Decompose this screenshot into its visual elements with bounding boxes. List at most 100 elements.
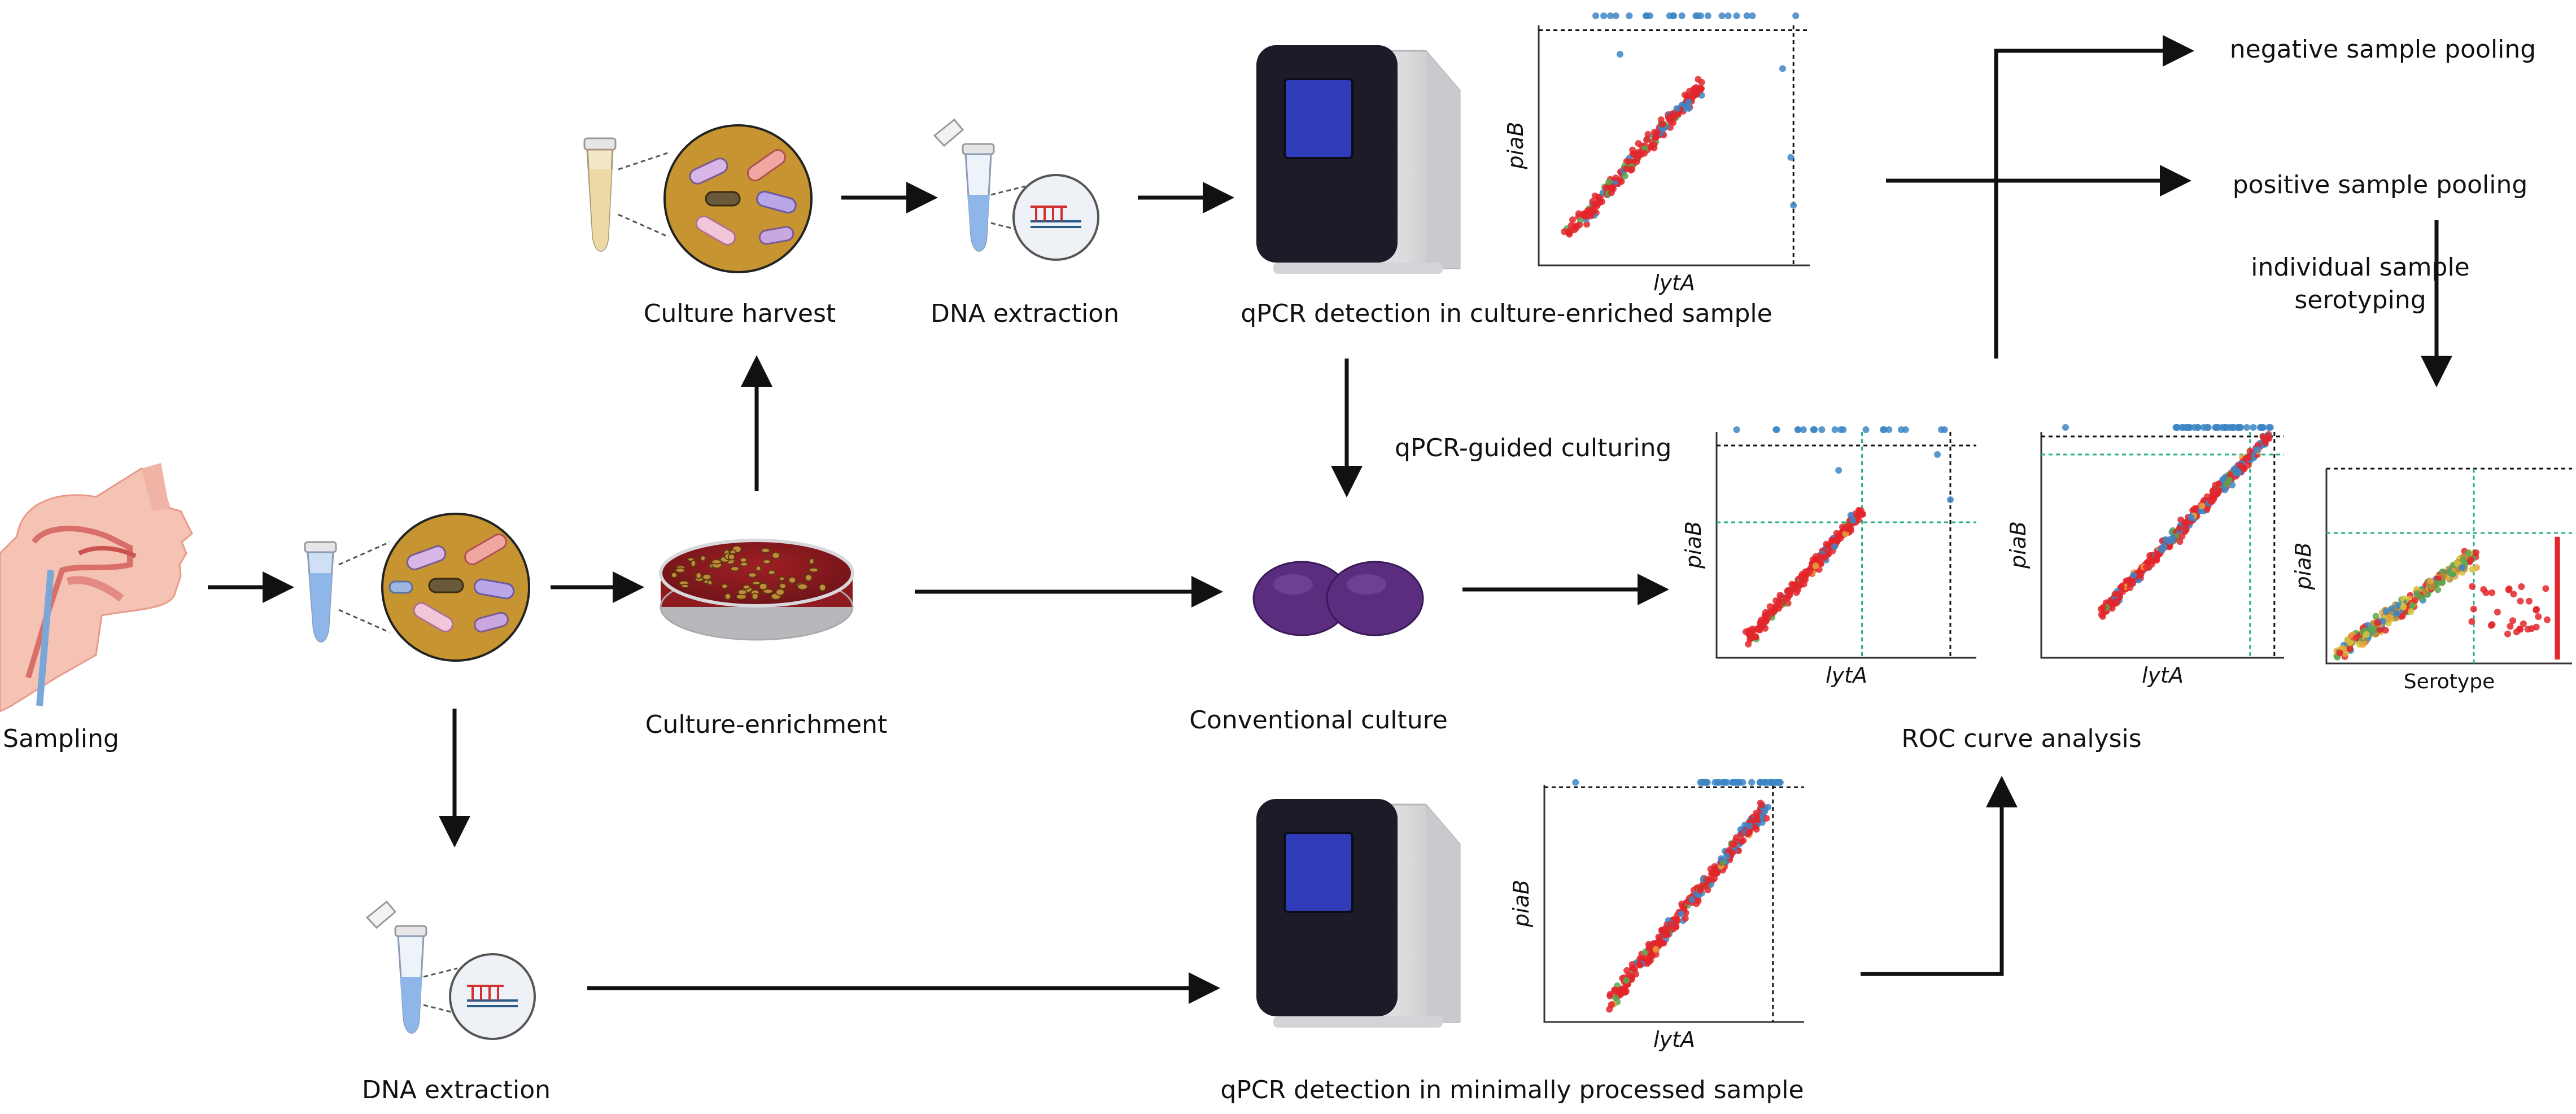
data-point (2346, 639, 2354, 646)
data-point (1834, 533, 1841, 540)
data-point (1593, 202, 1600, 209)
x-axis-label: lytA (1826, 663, 1867, 688)
data-point (2250, 424, 2257, 431)
data-point (1648, 142, 1656, 150)
data-point (1635, 960, 1643, 968)
data-point (2363, 631, 2370, 638)
data-point (1608, 1001, 1615, 1008)
data-point (2200, 424, 2207, 431)
colony-dot (721, 583, 728, 589)
label-dna-extraction-top: DNA extraction (931, 299, 1119, 328)
data-point (1566, 227, 1574, 234)
data-point (1693, 89, 1700, 97)
data-point (1762, 613, 1770, 619)
data-point (1621, 172, 1628, 180)
data-point (1698, 91, 1705, 99)
data-point (2504, 630, 2511, 637)
data-point (1844, 526, 1851, 533)
colony-dot (755, 565, 762, 572)
data-point (1733, 426, 1740, 433)
data-point (1862, 426, 1870, 433)
bacteria-zoom-harvest (663, 124, 813, 273)
data-point (2178, 532, 2186, 540)
data-point (1641, 150, 1648, 157)
data-point (2446, 569, 2453, 576)
label-dna-extraction-bottom: DNA extraction (362, 1076, 551, 1104)
data-point (1682, 915, 1689, 922)
x-axis-label: lytA (1653, 270, 1695, 295)
arrow-to-negative-pooling (1994, 35, 2194, 359)
data-point (1695, 76, 1702, 83)
data-point (1591, 193, 1599, 199)
data-point (2207, 497, 2215, 505)
data-point (2467, 556, 2474, 563)
data-point (2518, 583, 2525, 590)
data-point (2427, 578, 2435, 585)
data-point (2480, 586, 2487, 593)
data-point (2129, 580, 2136, 587)
y-axis-label: piaB (1509, 880, 1534, 928)
data-point (1831, 543, 1838, 551)
data-point (1835, 467, 1843, 474)
data-point (1810, 426, 1817, 433)
data-point (1643, 12, 1651, 19)
data-point (1938, 426, 1945, 433)
y-axis-label: piaB (1681, 521, 1706, 569)
data-point (1772, 597, 1780, 604)
colony-dot (788, 576, 797, 584)
data-point (2488, 589, 2496, 596)
label-qpcr-culture-enriched: qPCR detection in culture-enriched sampl… (1241, 299, 1772, 328)
data-point (2533, 606, 2540, 613)
data-point (2143, 563, 2150, 571)
data-point (2473, 549, 2479, 556)
data-point (2494, 609, 2501, 616)
plot-points (1572, 779, 1784, 1013)
colony-dot (743, 584, 751, 590)
data-point (1685, 98, 1692, 106)
label-positive-sample-pooling: positive sample pooling (2232, 171, 2528, 199)
data-point (1729, 779, 1736, 786)
data-point (1785, 588, 1793, 596)
data-point (2509, 617, 2516, 624)
data-point (2382, 627, 2389, 634)
label-culture-enrichment: Culture-enrichment (645, 710, 888, 739)
data-point (1590, 207, 1596, 214)
colony-dot (687, 557, 695, 562)
label-sampling: Sampling (3, 724, 119, 753)
data-point (2182, 522, 2190, 528)
data-point (2411, 597, 2418, 604)
data-point (2234, 424, 2242, 431)
data-point (1617, 51, 1623, 58)
scatter-plots: piaBlytApiaBlytApiaBlytApiaBlytApiaBSero… (1503, 12, 2572, 1052)
colony-dot (778, 576, 785, 582)
data-point (2458, 564, 2465, 571)
data-point (2409, 602, 2416, 609)
data-point (1800, 580, 1807, 588)
data-point (1652, 946, 1660, 953)
label-qpcr-minimally-processed: qPCR detection in minimally processed sa… (1220, 1076, 1804, 1104)
data-point (1697, 12, 1704, 19)
data-point (2468, 618, 2475, 625)
data-point (1753, 812, 1761, 820)
data-point (2543, 616, 2551, 623)
data-point (1806, 568, 1813, 575)
data-point (1763, 779, 1771, 786)
data-point (1622, 988, 1630, 995)
colony-dot (775, 588, 785, 596)
data-point (1711, 868, 1718, 875)
data-point (1749, 12, 1756, 19)
data-point (1780, 598, 1787, 606)
data-point (1793, 589, 1800, 596)
colony-dot (707, 580, 713, 586)
data-point (1622, 165, 1630, 173)
data-point (2166, 538, 2173, 545)
data-point (1670, 119, 1676, 126)
colony-dot (702, 573, 712, 580)
data-point (1790, 202, 1797, 209)
axis-lines (1538, 25, 1810, 267)
data-point (1840, 426, 1847, 433)
